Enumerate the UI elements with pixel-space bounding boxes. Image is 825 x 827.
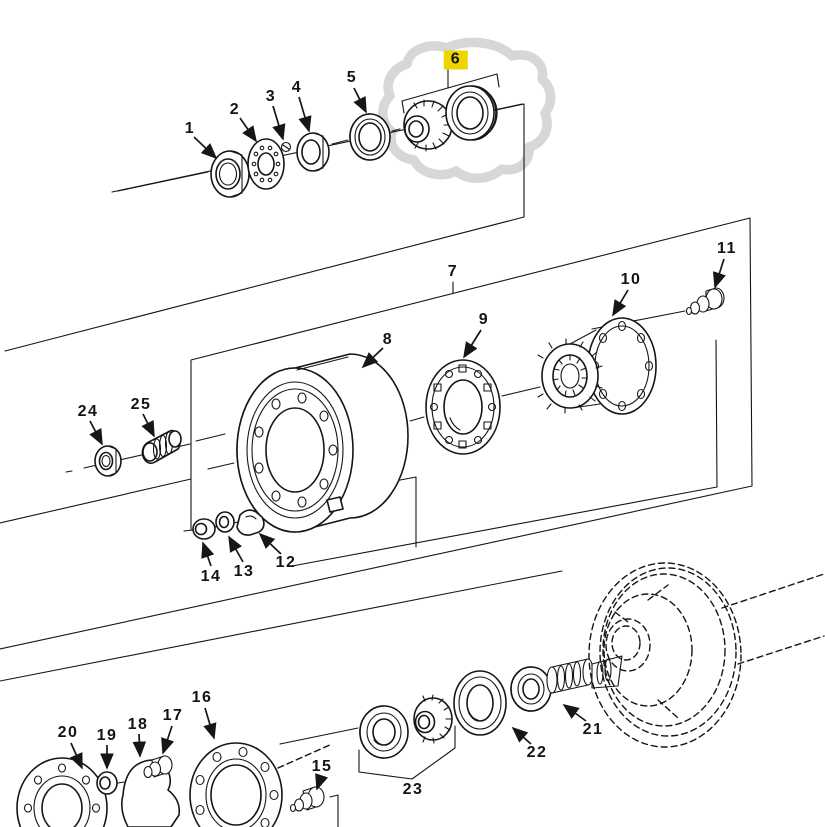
bearing-cage	[429, 364, 497, 449]
part-label-1[interactable]: 1	[184, 120, 196, 137]
bearing-cone	[403, 99, 453, 152]
part-label-17[interactable]: 17	[162, 707, 184, 724]
part-1-jam-nut	[210, 150, 250, 198]
highlight-cloud[interactable]	[378, 37, 556, 183]
part-15-grease-fitting	[289, 786, 325, 813]
part-23-bracket	[358, 725, 456, 780]
part-label-19[interactable]: 19	[96, 727, 118, 744]
part-label-16[interactable]: 16	[191, 689, 213, 706]
part-17-grease-fitting	[143, 755, 173, 779]
phantom-drum	[588, 562, 825, 748]
part-19-nut	[96, 771, 118, 795]
washer-holes	[251, 145, 281, 183]
part-label-21[interactable]: 21	[582, 721, 604, 738]
part-label-23[interactable]: 23	[402, 781, 424, 798]
part-label-13[interactable]: 13	[233, 563, 255, 580]
part-label-7[interactable]: 7	[447, 263, 459, 280]
part-label-3[interactable]: 3	[265, 88, 277, 105]
part-15-bracket	[329, 794, 339, 827]
part-label-2[interactable]: 2	[229, 101, 241, 118]
flange-holes	[23, 763, 101, 813]
part-10-hub	[537, 317, 657, 415]
castellations	[537, 338, 603, 414]
part-label-24[interactable]: 24	[77, 403, 99, 420]
drum-bolt-holes	[254, 392, 338, 508]
part-label-9[interactable]: 9	[478, 311, 490, 328]
part-16-ring-flange	[189, 742, 283, 827]
cup	[359, 705, 409, 759]
part-label-5[interactable]: 5	[346, 69, 358, 86]
part-21-spacer	[510, 666, 552, 712]
rollers	[422, 694, 453, 744]
spindle-shaft	[546, 655, 623, 694]
part-18-boot	[121, 759, 181, 827]
part-8-brake-drum	[236, 353, 409, 533]
part-12-clamp	[236, 509, 265, 536]
part-23-bearing-set	[359, 694, 453, 759]
part-label-8[interactable]: 8	[382, 331, 394, 348]
part-6-bearing-set[interactable]	[403, 85, 498, 152]
spline-teeth	[552, 354, 588, 397]
part-5-washer-retainer	[349, 113, 391, 161]
hub-bolt-holes	[590, 320, 654, 412]
part-label-11[interactable]: 11	[717, 240, 737, 257]
part-3-screw	[280, 141, 292, 153]
bearing-cup	[445, 85, 498, 141]
part-label-18[interactable]: 18	[127, 716, 149, 733]
part-label-22[interactable]: 22	[526, 744, 548, 761]
part-22-seal	[453, 670, 507, 736]
part-label-12[interactable]: 12	[275, 554, 297, 571]
part-14-nut	[192, 518, 216, 540]
part-2-lock-washer	[247, 138, 285, 190]
part-label-6[interactable]: 6	[443, 50, 469, 70]
part-13-lock-washer	[215, 511, 235, 533]
part-11-grease-fitting	[685, 287, 725, 316]
part-label-10[interactable]: 10	[620, 271, 642, 288]
part-24-nut	[94, 445, 122, 477]
part-20-flange	[16, 757, 108, 827]
part-9-ball-bearing	[425, 359, 501, 455]
part-25-breather-plug	[141, 429, 182, 465]
part-label-25[interactable]: 25	[130, 396, 152, 413]
callout-arrows	[69, 87, 726, 791]
part-4-nut	[296, 132, 330, 172]
ring-holes	[195, 746, 279, 827]
part-label-15[interactable]: 15	[311, 758, 333, 775]
cone	[413, 694, 453, 744]
part-label-20[interactable]: 20	[57, 724, 79, 741]
part-label-4[interactable]: 4	[291, 79, 303, 96]
part-label-14[interactable]: 14	[200, 568, 222, 585]
part-6-bracket	[401, 69, 500, 114]
